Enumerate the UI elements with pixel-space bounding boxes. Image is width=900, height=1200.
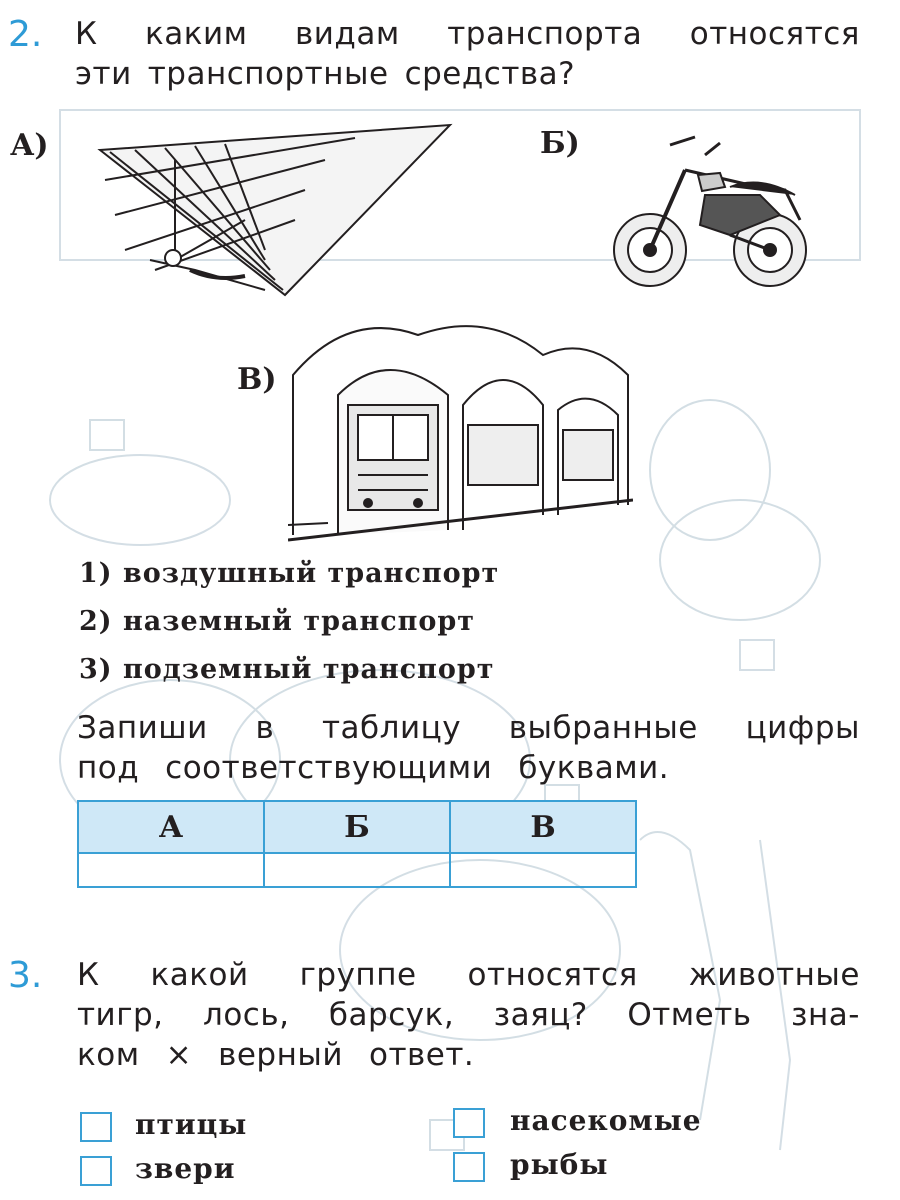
- instruction-line: под соответствующими буквами.: [77, 748, 860, 788]
- question-number: 2.: [8, 14, 43, 55]
- question-text: К какой группе относятся животные тигр, …: [77, 955, 860, 1075]
- answer-cell-b[interactable]: [263, 852, 451, 888]
- question-number: 3.: [8, 955, 43, 996]
- word: ответ.: [368, 1037, 475, 1073]
- metro-train-icon: [288, 325, 633, 542]
- instruction-text: Запиши в таблицу выбранные цифры под соо…: [77, 708, 860, 788]
- word: ком: [77, 1037, 140, 1073]
- table-header-cell: А: [77, 800, 265, 854]
- choice-label: рыбы: [510, 1148, 609, 1181]
- question-text: К каким видам транспорта относятся эти т…: [75, 14, 860, 94]
- table-header-cell: В: [449, 800, 637, 854]
- image-letter-a: А): [10, 128, 49, 163]
- word: таблицу: [321, 710, 462, 746]
- cross-mark-icon: ×: [165, 1037, 193, 1073]
- word: Отметь: [627, 997, 752, 1033]
- hang-glider-icon: [97, 123, 453, 297]
- word: соответствующими: [165, 750, 493, 786]
- word: транспорта: [447, 16, 643, 52]
- word: тигр,: [77, 997, 164, 1033]
- checkbox-fish[interactable]: [453, 1152, 485, 1182]
- question-line: К каким видам транспорта относятся: [75, 14, 860, 54]
- choice-label: птицы: [135, 1108, 248, 1141]
- checkbox-birds[interactable]: [80, 1112, 112, 1142]
- word: эти: [75, 56, 132, 92]
- choice-label: насекомые: [510, 1104, 702, 1137]
- answer-table: А Б В: [77, 800, 637, 888]
- question-line: ком × верный ответ.: [77, 1035, 860, 1075]
- word: К: [75, 16, 98, 52]
- question-line: тигр, лось, барсук, заяц? Отметь зна-: [77, 995, 860, 1035]
- word: верный: [218, 1037, 343, 1073]
- word: зна-: [791, 997, 860, 1033]
- table-answer-row: [77, 852, 637, 888]
- table-header-cell: Б: [263, 800, 451, 854]
- option-ground-transport: 2) наземный транспорт: [79, 606, 476, 637]
- instruction-line: Запиши в таблицу выбранные цифры: [77, 708, 860, 748]
- word: лось,: [203, 997, 290, 1033]
- word: заяц?: [493, 997, 588, 1033]
- word: видам: [295, 16, 400, 52]
- word: в: [255, 710, 275, 746]
- word: транспортные: [147, 56, 389, 92]
- word: под: [77, 750, 140, 786]
- question-line: эти транспортные средства?: [75, 54, 860, 94]
- word: Запиши: [77, 710, 208, 746]
- word: какой: [150, 957, 249, 993]
- word: животные: [688, 957, 860, 993]
- option-underground-transport: 3) подземный транспорт: [79, 654, 495, 685]
- checkbox-insects[interactable]: [453, 1108, 485, 1138]
- motorcycle-icon: [613, 135, 807, 287]
- word: К: [77, 957, 100, 993]
- image-letter-b: Б): [540, 126, 580, 161]
- word: относятся: [467, 957, 638, 993]
- choice-label: звери: [135, 1152, 236, 1185]
- word: цифры: [745, 710, 860, 746]
- option-air-transport: 1) воздушный транспорт: [79, 558, 500, 589]
- question-line: К какой группе относятся животные: [77, 955, 860, 995]
- word: барсук,: [328, 997, 455, 1033]
- word: буквами.: [518, 750, 670, 786]
- image-letter-v: В): [237, 362, 277, 397]
- answer-cell-a[interactable]: [77, 852, 265, 888]
- table-header-row: А Б В: [77, 800, 637, 854]
- word: средства?: [404, 56, 576, 92]
- word: каким: [145, 16, 248, 52]
- word: относятся: [689, 16, 860, 52]
- word: группе: [299, 957, 417, 993]
- word: выбранные: [508, 710, 698, 746]
- answer-cell-v[interactable]: [449, 852, 637, 888]
- checkbox-mammals[interactable]: [80, 1156, 112, 1186]
